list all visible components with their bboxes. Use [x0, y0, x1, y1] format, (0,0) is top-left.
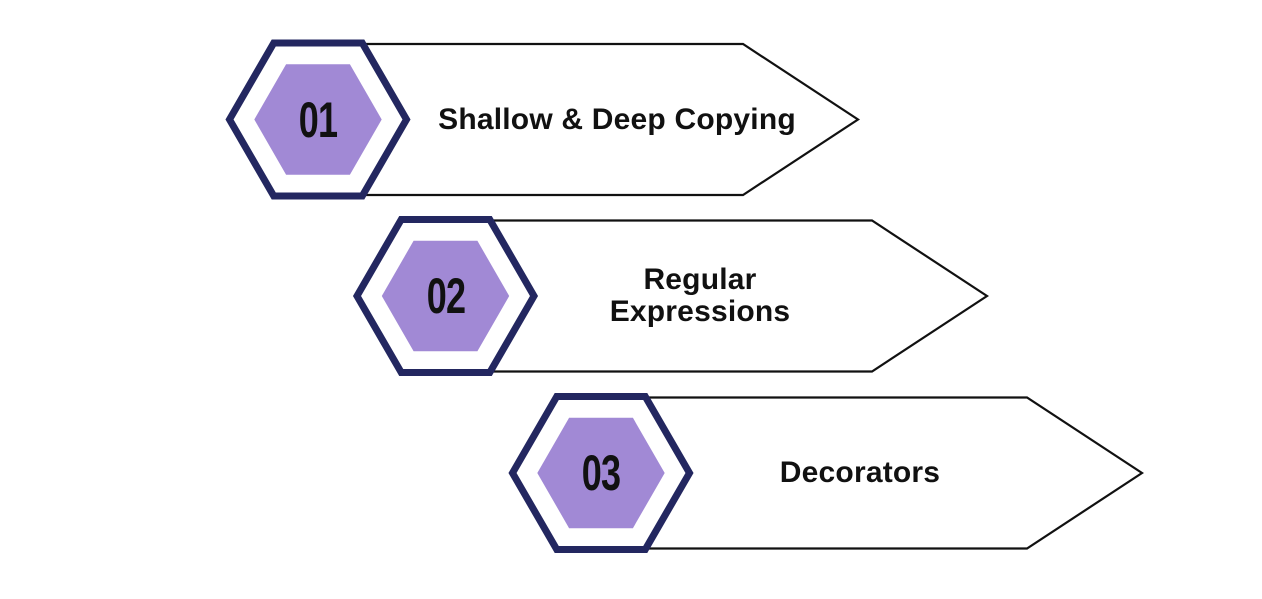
step-2-hexagon-inner [381, 240, 510, 352]
step-3-hexagon-inner [537, 417, 665, 529]
step-2-number: 02 [426, 268, 466, 324]
step-1-group [225, 39, 861, 200]
step-2-group [352, 216, 990, 376]
step-3-group [508, 393, 1145, 553]
step-2-title: Regular Expressions [609, 263, 791, 328]
step-1-title: Shallow & Deep Copying [438, 103, 796, 137]
step-1-number: 01 [298, 92, 338, 148]
step-3-number: 03 [581, 445, 621, 501]
step-1-hexagon-inner [254, 64, 382, 175]
step-3-title: Decorators [779, 456, 941, 490]
